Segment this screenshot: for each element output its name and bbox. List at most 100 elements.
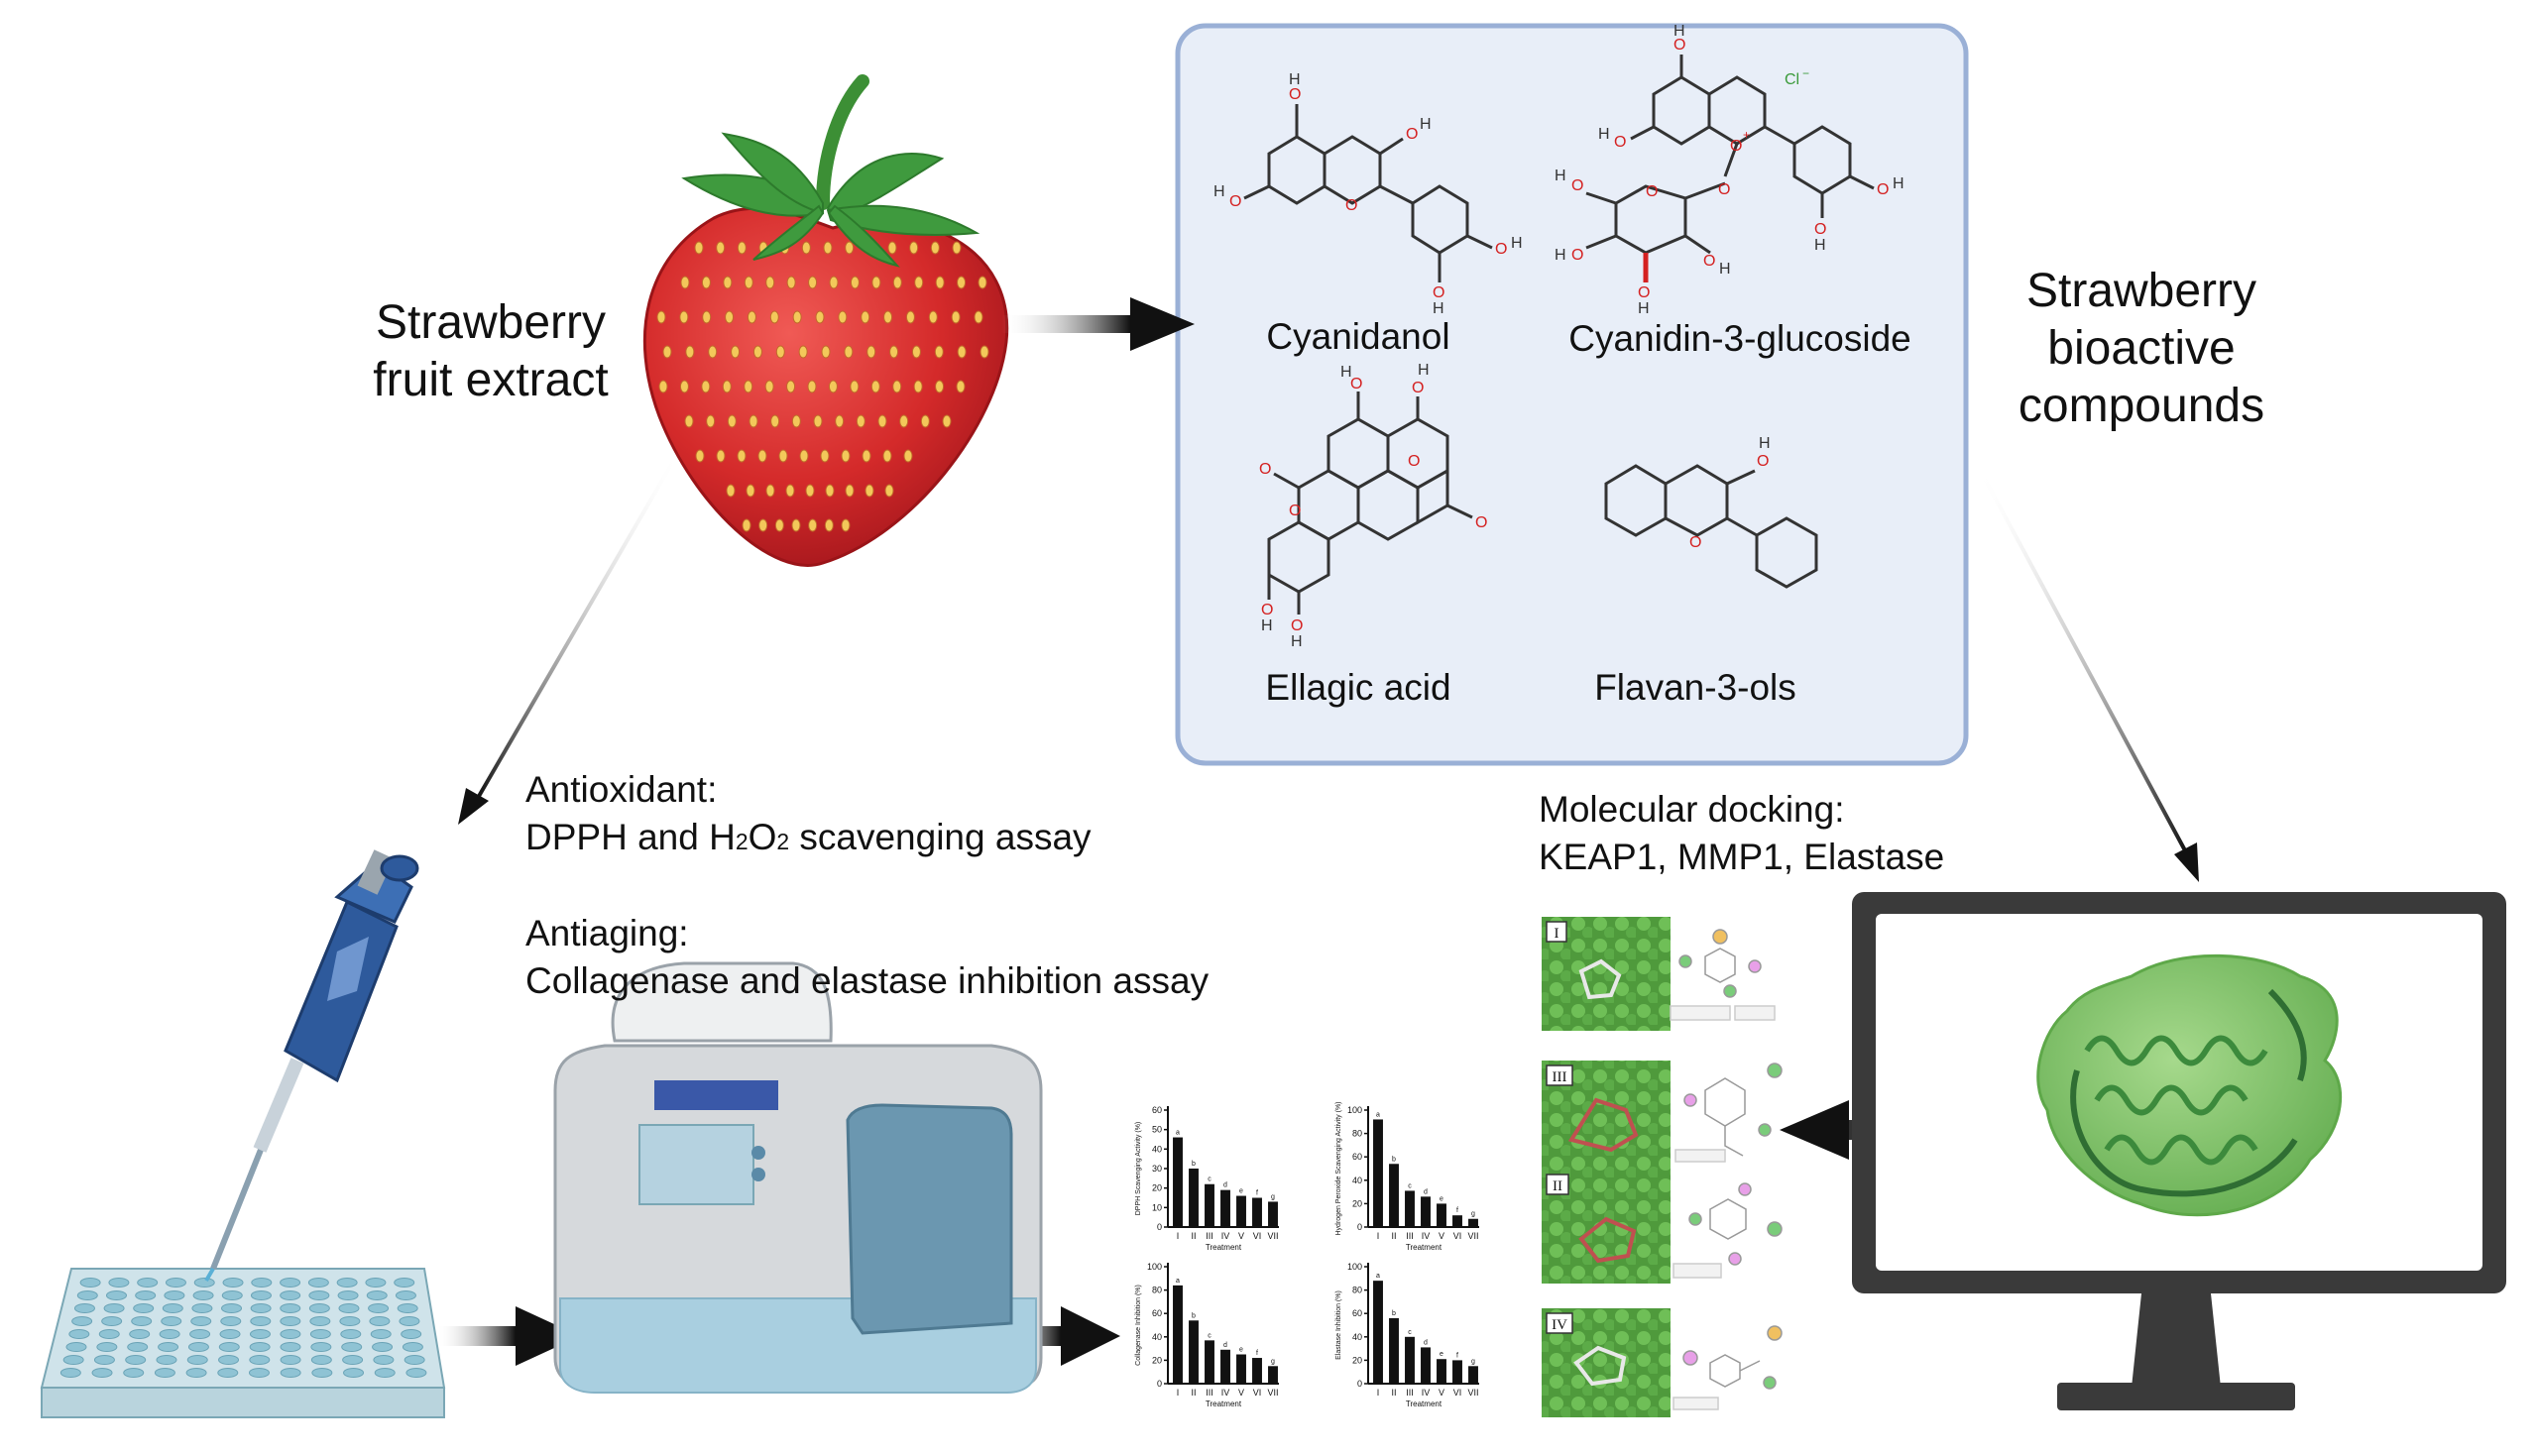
strawberry-seed (871, 276, 881, 289)
bar-letter-label: c (1208, 1176, 1211, 1183)
bar-letter-label: b (1192, 1312, 1196, 1319)
plate-well (373, 1355, 395, 1365)
bar-letter-label: g (1471, 1211, 1475, 1218)
antioxidant-line-part-3: scavenging assay (789, 817, 1092, 857)
plate-well (187, 1342, 209, 1352)
bar-letter-label: c (1208, 1332, 1211, 1339)
strawberry-seed (680, 276, 690, 289)
docking-panel-3: II (1542, 1170, 1671, 1284)
bar (1236, 1354, 1246, 1384)
y-tick-label: 0 (1357, 1379, 1362, 1389)
y-tick-label: 20 (1352, 1355, 1362, 1365)
x-tick-label: VII (1467, 1231, 1478, 1241)
plate-well (222, 1278, 244, 1288)
svg-text:O: O (1638, 284, 1650, 301)
strawberry-seed (865, 484, 874, 498)
plate-well (193, 1278, 215, 1288)
compound-name-cyanidanol: Cyanidanol (1266, 316, 1450, 357)
bar (1189, 1169, 1199, 1227)
strawberry-seed (769, 310, 779, 324)
svg-text:O: O (1673, 37, 1685, 54)
plate-well (280, 1316, 301, 1326)
plate-well (189, 1329, 211, 1339)
plate-well (342, 1355, 364, 1365)
svg-text:H: H (1719, 261, 1731, 278)
plate-well (366, 1290, 388, 1300)
svg-text:O: O (1406, 126, 1418, 143)
bar (1437, 1203, 1446, 1227)
plate-well (397, 1303, 418, 1313)
strawberry-seed (694, 241, 704, 255)
plate-well (340, 1329, 362, 1339)
strawberry-seed (930, 241, 940, 255)
bar (1236, 1195, 1246, 1227)
strawberry-seed (757, 449, 767, 463)
x-tick-label: II (1191, 1231, 1196, 1241)
strawberry-seed (862, 449, 871, 463)
extract-label: Strawberry fruit extract (342, 294, 639, 409)
svg-text:H: H (1511, 235, 1523, 252)
svg-text:O: O (1291, 617, 1303, 634)
docking-panel-2-label: III (1553, 1069, 1567, 1085)
x-tick-label: II (1191, 1388, 1196, 1398)
interaction-diagram-2 (1674, 1063, 1783, 1163)
svg-text:O: O (1757, 453, 1769, 470)
y-tick-label: 40 (1152, 1144, 1162, 1154)
plate-well (343, 1368, 365, 1378)
strawberry-seed (903, 449, 913, 463)
plate-well (280, 1368, 301, 1378)
interaction-diagram-1 (1670, 929, 1776, 1021)
bar (1220, 1349, 1230, 1384)
plate-well (280, 1278, 301, 1288)
x-tick-label: IV (1422, 1388, 1431, 1398)
strawberry-seed (928, 310, 938, 324)
bar (1189, 1320, 1199, 1384)
strawberry-seed (722, 380, 732, 393)
x-tick-label: V (1439, 1388, 1444, 1398)
strawberry-seed (658, 380, 668, 393)
y-tick-label: 20 (1352, 1198, 1362, 1208)
svg-text:H: H (1340, 364, 1352, 381)
plate-well (249, 1342, 271, 1352)
docking-panel-2: III (1542, 1061, 1671, 1170)
plate-well (105, 1290, 127, 1300)
strawberry-seed (935, 276, 945, 289)
y-tick-label: 40 (1152, 1332, 1162, 1342)
bar-letter-label: e (1440, 1351, 1443, 1358)
plate-well (137, 1278, 159, 1288)
x-tick-label: I (1177, 1231, 1180, 1241)
y-tick-label: 0 (1357, 1222, 1362, 1232)
y-tick-label: 80 (1352, 1286, 1362, 1295)
plate-well (165, 1278, 186, 1288)
bar-letter-label: b (1192, 1161, 1196, 1168)
plate-well (307, 1278, 329, 1288)
plate-well (131, 1316, 153, 1326)
compound-name-flavan-3-ols: Flavan-3-ols (1594, 667, 1796, 708)
strawberry-seed (679, 310, 689, 324)
x-tick-label: VI (1253, 1388, 1262, 1398)
strawberry-seed (845, 484, 855, 498)
bar (1468, 1366, 1478, 1384)
strawberry-seed (974, 310, 983, 324)
strawberry-seed (835, 414, 845, 428)
strawberry-seed (913, 380, 923, 393)
strawberry-seed (889, 345, 899, 359)
plate-well (338, 1303, 360, 1313)
strawberry-seed (679, 380, 689, 393)
strawberry-seed (801, 241, 811, 255)
x-tick-label: IV (1221, 1388, 1230, 1398)
plate-well (68, 1329, 90, 1339)
x-tick-label: VII (1267, 1388, 1278, 1398)
plate-well (158, 1342, 179, 1352)
x-tick-label: III (1406, 1231, 1414, 1241)
docking-panels: I III II IV (1542, 917, 1783, 1417)
strawberry-seed (785, 484, 795, 498)
antiaging-assay-line: Collagenase and elastase inhibition assa… (525, 960, 1210, 1001)
strawberry-seed (746, 484, 755, 498)
interaction-diagram-4 (1673, 1325, 1783, 1410)
flavan-3-ols-atoms: OH O (1689, 435, 1771, 551)
x-axis-label: Treatment (1206, 1243, 1242, 1252)
svg-text:O: O (1646, 183, 1658, 200)
